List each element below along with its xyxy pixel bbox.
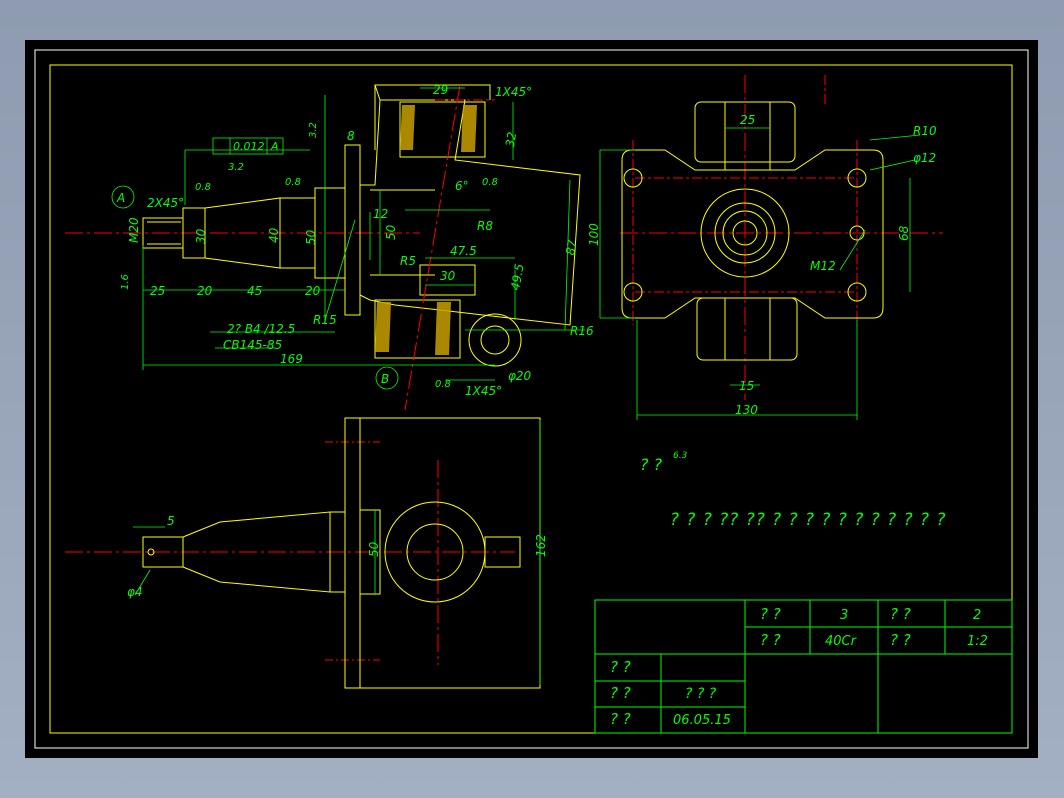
datum-a-circle: A bbox=[116, 191, 125, 205]
dim-87: 87 bbox=[563, 238, 580, 256]
front-view bbox=[65, 84, 581, 411]
tb-r2-c1: ? ? bbox=[760, 631, 781, 649]
note-bore: 2? B4 /12.5 bbox=[227, 322, 295, 336]
tb-r1-c3: ? ? bbox=[890, 605, 911, 623]
dim-6deg: 6° bbox=[455, 179, 469, 193]
dim-1-6: 1.6 bbox=[120, 274, 131, 290]
dim-15: 15 bbox=[739, 379, 754, 393]
tolerance-0-012: 0.012 bbox=[233, 140, 265, 153]
dim-1x45-bot: 1X45° bbox=[465, 384, 502, 398]
note-standard: CB145-85 bbox=[223, 338, 282, 352]
dim-0-8a: 0.8 bbox=[195, 182, 211, 193]
dim-169: 169 bbox=[280, 352, 303, 366]
dim-5: 5 bbox=[167, 514, 175, 528]
tb-left-r3-label: ? ? bbox=[610, 710, 631, 728]
cad-drawing: 29 1X45° 32 8 3.2 0.012 A 3.2 0.8 0.8 6°… bbox=[34, 49, 1029, 749]
dim-50b: 50 bbox=[384, 224, 398, 240]
side-view bbox=[620, 75, 943, 400]
dim-1x45-top: 1X45° bbox=[495, 85, 532, 99]
dim-phi20: φ20 bbox=[508, 369, 532, 383]
dim-25r: 25 bbox=[740, 113, 755, 127]
top-view bbox=[65, 417, 541, 689]
dim-r8: R8 bbox=[477, 219, 493, 233]
dim-0-8c: 0.8 bbox=[482, 177, 498, 188]
dim-phi4: φ4 bbox=[127, 585, 143, 599]
dim-68: 68 bbox=[897, 225, 911, 241]
dim-50: 50 bbox=[304, 229, 318, 245]
dim-162: 162 bbox=[534, 534, 548, 557]
dim-12: 12 bbox=[373, 207, 388, 221]
tb-r1-c2: 3 bbox=[840, 608, 848, 623]
title-block bbox=[594, 599, 1013, 734]
dim-40: 40 bbox=[267, 227, 281, 243]
tb-r2-c4: 1:2 bbox=[967, 634, 988, 649]
dim-r15: R15 bbox=[313, 313, 337, 327]
dim-3-2b: 3.2 bbox=[228, 162, 244, 173]
dim-32: 32 bbox=[503, 131, 519, 148]
dim-2x45: 2X45° bbox=[147, 196, 184, 210]
dim-25: 25 bbox=[150, 284, 165, 298]
drawing-sheet: 29 1X45° 32 8 3.2 0.012 A 3.2 0.8 0.8 6°… bbox=[25, 40, 1038, 758]
dim-r16: R16 bbox=[570, 324, 594, 338]
dim-r5: R5 bbox=[400, 254, 416, 268]
tb-left-r2-label: ? ? bbox=[610, 684, 631, 702]
tb-left-r3-value: 06.05.15 bbox=[673, 713, 731, 728]
dim-phi12: φ12 bbox=[913, 151, 936, 165]
dim-100: 100 bbox=[587, 223, 601, 246]
tb-left-r2-value: ? ? ? bbox=[685, 686, 717, 702]
dim-30: 30 bbox=[194, 228, 208, 244]
datum-a-ref: A bbox=[270, 140, 279, 153]
side-view-dimensions bbox=[599, 127, 921, 420]
tb-r1-c1: ? ? bbox=[760, 605, 781, 623]
outer-frame bbox=[34, 49, 1029, 749]
dim-130: 130 bbox=[735, 403, 758, 417]
dim-20b: 20 bbox=[305, 284, 321, 298]
front-view-dimensions bbox=[111, 87, 585, 390]
tb-r1-c4: 2 bbox=[973, 608, 981, 623]
dim-47-5: 47.5 bbox=[450, 244, 477, 258]
dim-m20: M20 bbox=[127, 217, 141, 243]
dim-0-8b: 0.8 bbox=[285, 177, 301, 188]
tb-left-r1-label: ? ? bbox=[610, 658, 631, 676]
dim-45: 45 bbox=[247, 284, 262, 298]
dim-30b: 30 bbox=[440, 269, 456, 283]
dim-29: 29 bbox=[433, 83, 448, 97]
drawing-border bbox=[49, 64, 1013, 734]
tb-r2-c3: ? ? bbox=[890, 631, 911, 649]
technical-requirement: ? ? ? ?? ?? ? ? ? ? ? ? ? ? ? ? ? bbox=[670, 510, 946, 530]
dim-m12: M12 bbox=[810, 259, 836, 273]
tb-r2-c2: 40Cr bbox=[825, 634, 858, 649]
dim-8: 8 bbox=[347, 129, 355, 143]
dim-0-8d: 0.8 bbox=[435, 379, 451, 390]
roughness-value: 6.3 bbox=[673, 451, 688, 461]
datum-b-circle: B bbox=[381, 372, 389, 386]
roughness-note: ? ? bbox=[640, 455, 663, 474]
dim-3-2a: 3.2 bbox=[308, 122, 319, 138]
dim-20a: 20 bbox=[197, 284, 213, 298]
dim-r10: R10 bbox=[913, 124, 937, 138]
dim-49-5: 49.5 bbox=[508, 263, 526, 292]
top-view-dimensions bbox=[133, 420, 541, 685]
dim-50c: 50 bbox=[367, 541, 381, 557]
